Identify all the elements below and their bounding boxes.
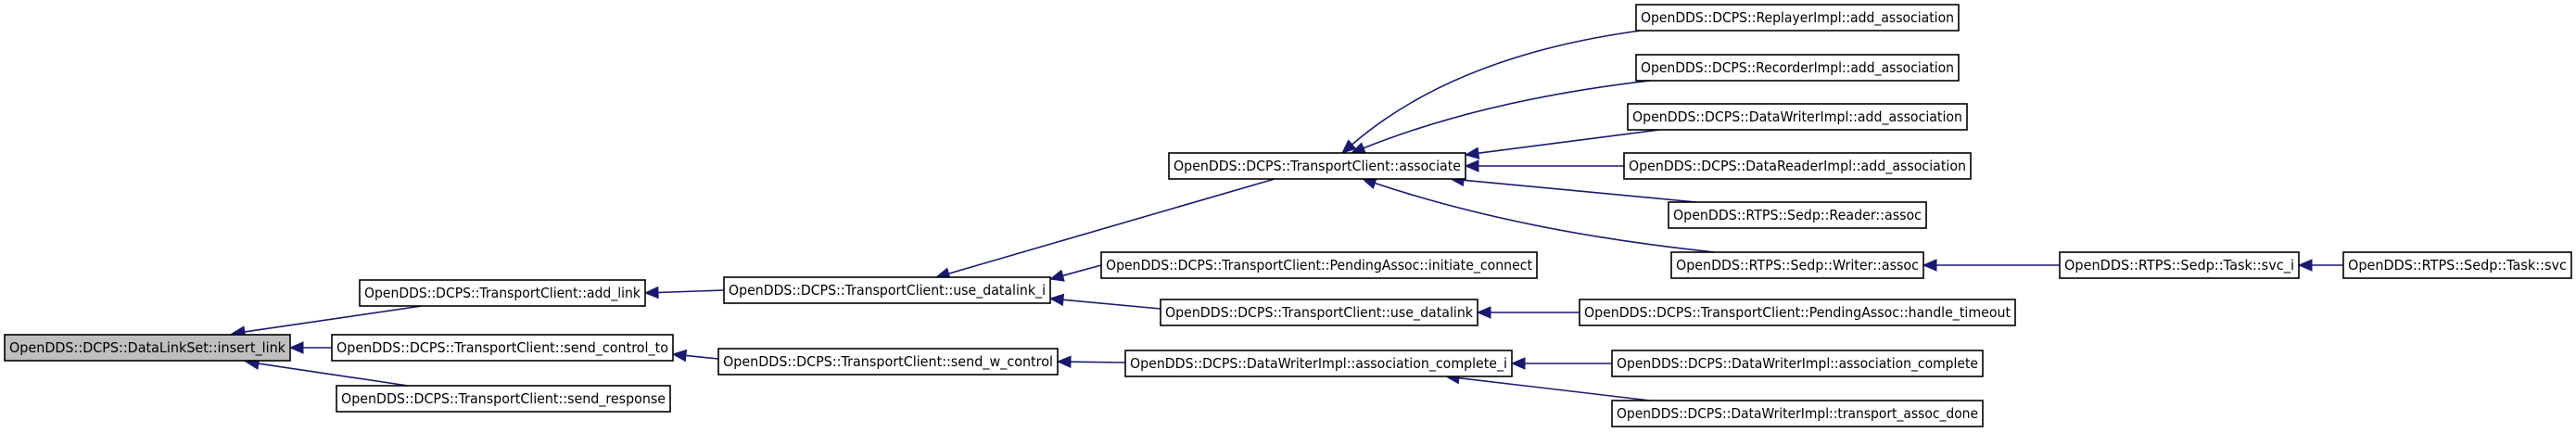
node-label: OpenDDS::DCPS::TransportClient::PendingA… bbox=[1584, 304, 2011, 322]
node-n9[interactable]: OpenDDS::DCPS::DataWriterImpl::associati… bbox=[1124, 350, 1513, 377]
node-n3[interactable]: OpenDDS::DCPS::TransportClient::send_res… bbox=[336, 385, 671, 413]
node-label: OpenDDS::DCPS::TransportClient::PendingA… bbox=[1106, 257, 1532, 274]
node-label: OpenDDS::DCPS::TransportClient::use_data… bbox=[1165, 304, 1473, 322]
node-n1[interactable]: OpenDDS::DCPS::TransportClient::add_link bbox=[359, 279, 646, 307]
arrowhead bbox=[1464, 159, 1479, 172]
node-n17[interactable]: OpenDDS::DCPS::DataWriterImpl::associati… bbox=[1611, 350, 1984, 377]
edge-n17-to-n9 bbox=[1510, 357, 1612, 370]
node-label: OpenDDS::DCPS::DataWriterImpl::associati… bbox=[1130, 355, 1507, 373]
node-box bbox=[1611, 400, 1984, 427]
node-n8[interactable]: OpenDDS::DCPS::TransportClient::use_data… bbox=[1160, 299, 1478, 326]
node-box bbox=[717, 348, 1059, 376]
edge-n8-to-n4 bbox=[1048, 293, 1161, 310]
node-label: OpenDDS::DCPS::TransportClient::add_link bbox=[364, 285, 641, 302]
node-box bbox=[1611, 350, 1984, 377]
node-label: OpenDDS::DCPS::DataReaderImpl::add_assoc… bbox=[1629, 158, 1966, 175]
arrowhead bbox=[1341, 139, 1357, 154]
node-label: OpenDDS::DCPS::DataWriterImpl::transport… bbox=[1617, 405, 1978, 423]
edge-n5-to-n2 bbox=[671, 349, 719, 363]
node-box bbox=[1160, 299, 1478, 326]
edge-n16-to-n8 bbox=[1476, 306, 1580, 319]
node-label: OpenDDS::DCPS::TransportClient::send_res… bbox=[341, 390, 666, 408]
node-box bbox=[4, 334, 291, 362]
node-box bbox=[1579, 299, 2016, 326]
arrowhead bbox=[643, 286, 659, 299]
edge-n12-to-n6 bbox=[1464, 129, 1660, 159]
edge-n1-to-n0 bbox=[230, 305, 423, 338]
node-box bbox=[331, 334, 674, 362]
node-box bbox=[336, 385, 671, 413]
node-n2[interactable]: OpenDDS::DCPS::TransportClient::send_con… bbox=[331, 334, 674, 362]
edge-n4-to-n1 bbox=[643, 286, 725, 299]
node-box bbox=[2059, 251, 2300, 279]
arrowhead bbox=[1922, 259, 1937, 272]
arrowhead bbox=[2297, 259, 2313, 272]
node-label: OpenDDS::DCPS::DataWriterImpl::associati… bbox=[1617, 355, 1978, 373]
edge-n2-to-n0 bbox=[288, 341, 332, 354]
node-n15[interactable]: OpenDDS::RTPS::Sedp::Writer::assoc bbox=[1670, 251, 1924, 279]
node-box bbox=[1670, 251, 1924, 279]
node-n20[interactable]: OpenDDS::RTPS::Sedp::Task::svc bbox=[2342, 251, 2572, 279]
node-label: OpenDDS::RTPS::Sedp::Task::svc bbox=[2348, 257, 2567, 274]
node-label: OpenDDS::RTPS::Sedp::Task::svc_i bbox=[2064, 257, 2294, 274]
node-n16[interactable]: OpenDDS::DCPS::TransportClient::PendingA… bbox=[1579, 299, 2016, 326]
edge-n10-to-n6 bbox=[1341, 30, 1642, 154]
node-n19[interactable]: OpenDDS::RTPS::Sedp::Task::svc_i bbox=[2059, 251, 2300, 279]
node-layer: OpenDDS::DCPS::DataLinkSet::insert_linkO… bbox=[4, 4, 2572, 427]
arrowhead bbox=[1464, 146, 1480, 159]
edge-n11-to-n6 bbox=[1350, 80, 1651, 154]
node-label: OpenDDS::DCPS::DataLinkSet::insert_link bbox=[9, 339, 286, 357]
edge-n9-to-n5 bbox=[1056, 355, 1126, 368]
node-label: OpenDDS::DCPS::TransportClient::send_w_c… bbox=[723, 353, 1053, 371]
node-label: OpenDDS::DCPS::TransportClient::associat… bbox=[1174, 158, 1461, 174]
node-n7[interactable]: OpenDDS::DCPS::TransportClient::PendingA… bbox=[1100, 251, 1538, 279]
node-n4[interactable]: OpenDDS::DCPS::TransportClient::use_data… bbox=[723, 276, 1051, 304]
edge-n15-to-n6 bbox=[1361, 177, 1716, 253]
node-box bbox=[1635, 4, 1960, 32]
edge-n13-to-n6 bbox=[1464, 159, 1624, 172]
edge-n20-to-n19 bbox=[2297, 259, 2343, 272]
node-box bbox=[359, 279, 646, 307]
arrowhead bbox=[1056, 355, 1072, 368]
node-label: OpenDDS::DCPS::TransportClient::use_data… bbox=[729, 282, 1046, 299]
node-n18[interactable]: OpenDDS::DCPS::DataWriterImpl::transport… bbox=[1611, 400, 1984, 427]
node-box bbox=[2342, 251, 2572, 279]
node-box bbox=[1668, 201, 1927, 229]
arrowhead bbox=[1048, 293, 1065, 307]
node-label: OpenDDS::DCPS::DataWriterImpl::add_assoc… bbox=[1632, 108, 1962, 126]
node-box bbox=[1623, 152, 1972, 180]
node-n12[interactable]: OpenDDS::DCPS::DataWriterImpl::add_assoc… bbox=[1627, 103, 1968, 131]
node-label: OpenDDS::DCPS::TransportClient::send_con… bbox=[336, 339, 668, 357]
edge-layer bbox=[230, 30, 2343, 401]
node-box bbox=[1627, 103, 1968, 131]
node-n5[interactable]: OpenDDS::DCPS::TransportClient::send_w_c… bbox=[717, 348, 1059, 376]
node-label: OpenDDS::DCPS::ReplayerImpl::add_associa… bbox=[1641, 9, 1954, 27]
node-box bbox=[1168, 152, 1466, 180]
node-n11[interactable]: OpenDDS::DCPS::RecorderImpl::add_associa… bbox=[1635, 54, 1960, 82]
node-label: OpenDDS::DCPS::RecorderImpl::add_associa… bbox=[1641, 59, 1954, 77]
node-n13[interactable]: OpenDDS::DCPS::DataReaderImpl::add_assoc… bbox=[1623, 152, 1972, 180]
node-n0[interactable]: OpenDDS::DCPS::DataLinkSet::insert_link bbox=[4, 334, 291, 362]
node-n6[interactable]: OpenDDS::DCPS::TransportClient::associat… bbox=[1168, 152, 1466, 180]
node-n14[interactable]: OpenDDS::RTPS::Sedp::Reader::assoc bbox=[1668, 201, 1927, 229]
arrowhead bbox=[1048, 269, 1065, 282]
node-n10[interactable]: OpenDDS::DCPS::ReplayerImpl::add_associa… bbox=[1635, 4, 1960, 32]
edge-n19-to-n15 bbox=[1922, 259, 2060, 272]
edge-n3-to-n0 bbox=[244, 357, 409, 387]
node-box bbox=[1635, 54, 1960, 82]
arrowhead bbox=[1476, 306, 1491, 319]
node-label: OpenDDS::RTPS::Sedp::Reader::assoc bbox=[1673, 207, 1922, 223]
node-box bbox=[723, 276, 1051, 304]
arrowhead bbox=[288, 341, 304, 354]
arrowhead bbox=[1510, 357, 1526, 370]
arrowhead bbox=[671, 349, 688, 363]
node-box bbox=[1100, 251, 1538, 279]
node-label: OpenDDS::RTPS::Sedp::Writer::assoc bbox=[1676, 257, 1919, 274]
edge-n7-to-n4 bbox=[1048, 264, 1102, 282]
node-box bbox=[1124, 350, 1513, 377]
